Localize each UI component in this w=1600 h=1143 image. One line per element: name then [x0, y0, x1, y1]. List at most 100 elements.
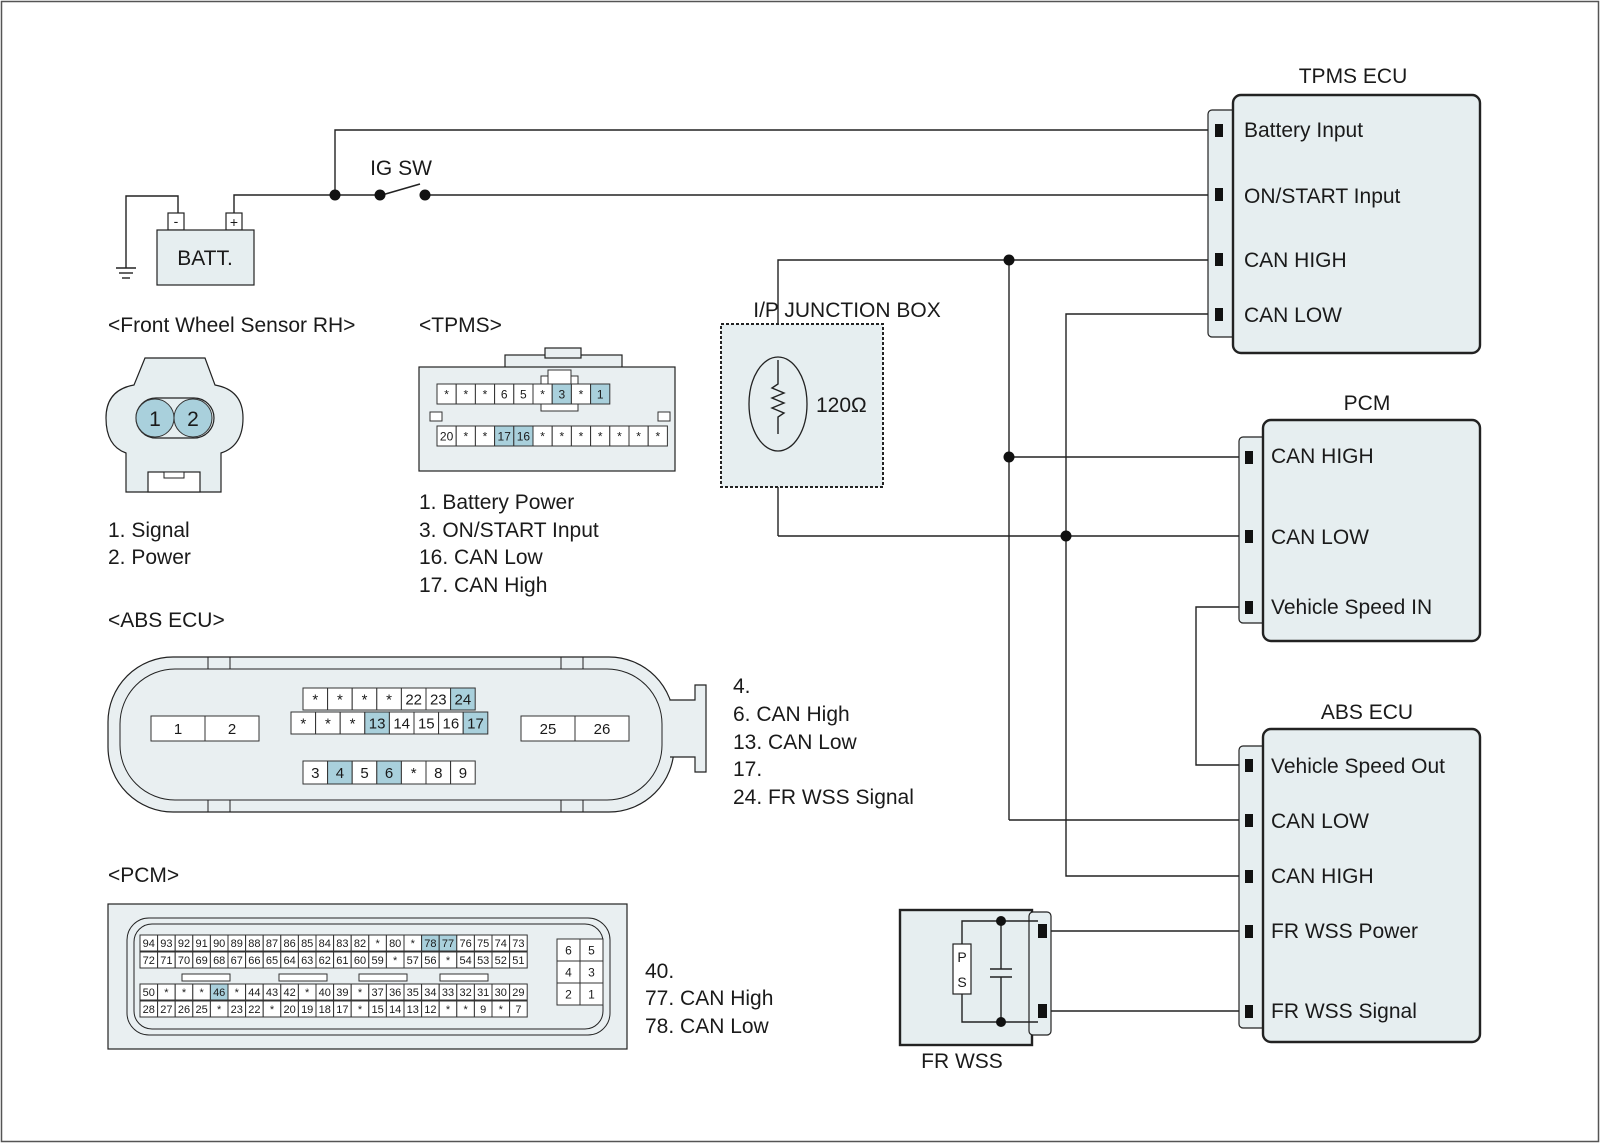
- sensor-wire: [961, 994, 1038, 1023]
- pcm-pin-label: 40: [319, 987, 331, 999]
- pcm-pin-label: *: [305, 987, 310, 999]
- pcm-pin-label: 56: [424, 955, 436, 967]
- connector-pin: [1038, 924, 1047, 938]
- ground-symbol: [116, 267, 136, 279]
- tpms-pin-label: 1: [597, 387, 604, 401]
- pcm-pin-label: 82: [354, 938, 366, 950]
- pcm-pin-label: 66: [248, 955, 260, 967]
- pcm-pin-label: 15: [371, 1004, 383, 1016]
- splice-dot: [996, 916, 1006, 926]
- pcm-pin-label: 62: [319, 955, 331, 967]
- pcm-pin-label: 94: [143, 938, 155, 950]
- tpms-pin-label: 16: [517, 429, 531, 443]
- tpms-pin-label: Battery Input: [1244, 119, 1363, 142]
- abs-pin-label: 5: [360, 765, 368, 782]
- pcm-pin-label: 89: [231, 938, 243, 950]
- connector-pin: [1038, 1004, 1047, 1018]
- abs-pin-label: 2: [228, 721, 236, 738]
- abs-pin-cell: [450, 760, 476, 785]
- abs-ecu-title: ABS ECU: [1321, 701, 1413, 724]
- tpms-ecu-title: TPMS ECU: [1299, 65, 1408, 88]
- abs-pin-cell: [450, 687, 476, 711]
- pcm-pin-label: 87: [266, 938, 278, 950]
- pcm-module: PCM CAN HIGH CAN LOW Vehicle Speed IN: [1238, 392, 1482, 643]
- pcm-pin-label: 78: [424, 938, 436, 950]
- abs-pin-label: Vehicle Speed Out: [1271, 755, 1445, 778]
- pcm-pin-label: 76: [459, 938, 471, 950]
- abs-pin-label: 9: [459, 765, 467, 782]
- resistor-outline: [748, 356, 808, 452]
- pcm-pin-label: 52: [495, 955, 507, 967]
- battery-body: [156, 229, 255, 286]
- tpms-pin-label: 5: [520, 387, 527, 401]
- pcm-pin-label: 84: [319, 938, 331, 950]
- abs-pin-label: *: [362, 691, 368, 708]
- tpms-pin-cell: [590, 383, 611, 405]
- pcm-pin-label: *: [164, 987, 169, 999]
- fr-wss-title: FR WSS: [921, 1050, 1003, 1073]
- pcm-pin-label: Vehicle Speed IN: [1271, 596, 1432, 619]
- vehicle-speed-wire: [1195, 606, 1242, 766]
- sensor-pin-label: 2: [187, 408, 199, 431]
- connector-pin: [1215, 188, 1223, 201]
- pcm-pin-label: 30: [495, 987, 507, 999]
- pcm-connector-inner: [126, 917, 611, 1036]
- abs-pin-label: 16: [443, 715, 460, 732]
- connector-pin: [1245, 759, 1253, 772]
- sensor-connector-body: [105, 357, 244, 493]
- abs-pin-label: *: [350, 715, 356, 732]
- tpms-pin-label: *: [617, 429, 622, 443]
- sensor-pin-2: [173, 398, 213, 438]
- pcm-pin-label: 68: [213, 955, 225, 967]
- abs-ecu-module: ABS ECU Vehicle Speed Out CAN LOW CAN HI…: [1238, 701, 1482, 1044]
- pcm-pin-label: 92: [178, 938, 190, 950]
- abs-legend-item: 17.: [733, 758, 762, 781]
- splice-dot: [996, 1017, 1006, 1027]
- abs-pin-label: FR WSS Power: [1271, 920, 1418, 943]
- pcm-pin-label: 77: [442, 938, 454, 950]
- can-low-vertical: [1065, 313, 1242, 877]
- tpms-pin-label: *: [540, 429, 545, 443]
- pcm-pin-label: 60: [354, 955, 366, 967]
- pcm-pin-label: 75: [477, 938, 489, 950]
- tpms-ecu-body: [1231, 93, 1482, 355]
- pcm-pin-label: 31: [477, 987, 489, 999]
- pcm-pin-label: *: [199, 987, 204, 999]
- connector-pin: [1245, 1005, 1253, 1018]
- pcm-pin-label: *: [446, 1004, 451, 1016]
- pcm-pin-label: 17: [336, 1004, 348, 1016]
- pcm-pin-label: 34: [424, 987, 436, 999]
- pcm-side-pin-label: 5: [588, 943, 595, 957]
- pcm-pin-label: 59: [371, 955, 383, 967]
- pcm-pin-label: 42: [283, 987, 295, 999]
- pcm-pin-label: 70: [178, 955, 190, 967]
- pcm-pin-label: 22: [248, 1004, 260, 1016]
- pcm-pin-label: 69: [195, 955, 207, 967]
- pcm-connector-title: <PCM>: [108, 864, 179, 887]
- abs-connector-title: <ABS ECU>: [108, 609, 225, 632]
- ig-switch-contact: [419, 189, 431, 201]
- pcm-pin-label: 46: [213, 987, 225, 999]
- abs-pin-cell: [520, 715, 576, 742]
- abs-pin-label: 3: [311, 765, 319, 782]
- abs-pin-label: *: [386, 691, 392, 708]
- tpms-pin-label: 6: [501, 387, 508, 401]
- pcm-pin-label: 63: [301, 955, 313, 967]
- abs-pin-label: 13: [369, 715, 386, 732]
- pcm-pin-label: *: [358, 987, 363, 999]
- pcm-pin-label: 33: [442, 987, 454, 999]
- abs-pin-label: 24: [455, 691, 472, 708]
- tpms-pin-label: *: [483, 429, 488, 443]
- pcm-pin-label: *: [270, 1004, 275, 1016]
- sensor-legend-item: 1. Signal: [108, 519, 190, 542]
- tpms-pin-label: *: [540, 387, 545, 401]
- pcm-pin-label: 37: [371, 987, 383, 999]
- pcm-pin-label: 86: [283, 938, 295, 950]
- tpms-ecu-module: TPMS ECU Battery Input ON/START Input CA…: [1207, 65, 1482, 355]
- pcm-pin-label: 85: [301, 938, 313, 950]
